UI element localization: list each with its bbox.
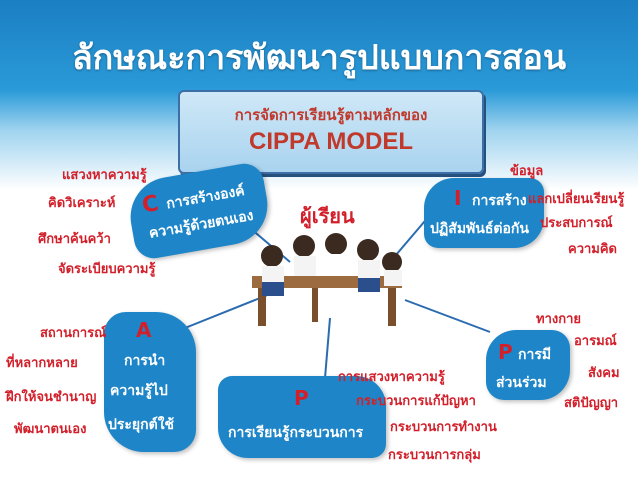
- a-letter: A: [136, 318, 152, 342]
- banner-scroll: [178, 90, 484, 174]
- p2-line1: การมี: [518, 347, 552, 363]
- p2-item: ทางกาย: [536, 312, 582, 327]
- c-item: แสวงหาความรู้: [62, 168, 147, 183]
- p1-item: กระบวนการทำงาน: [390, 420, 497, 435]
- a-box: A การนำ ความรู้ไป ประยุกต์ใช้: [104, 312, 196, 452]
- p2-line2: ส่วนร่วม: [496, 375, 547, 391]
- i-item: แลกเปลี่ยนเรียนรู้: [528, 192, 625, 207]
- i-line2: ปฏิสัมพันธ์ต่อกัน: [430, 221, 529, 237]
- p1-item: การแสวงหาความรู้: [338, 370, 445, 385]
- page-title: ลักษณะการพัฒนารูปแบบการสอน: [71, 38, 567, 78]
- c-item: คิดวิเคราะห์: [48, 196, 116, 211]
- p1-box: P การเรียนรู้กระบวนการ: [218, 376, 386, 458]
- i-item: ข้อมูล: [510, 164, 544, 179]
- a-item: พัฒนาตนเอง: [14, 422, 87, 437]
- a-item: ฝึกให้จนชำนาญ: [6, 390, 97, 405]
- a-item: สถานการณ์: [40, 326, 107, 341]
- p2-letter: P: [498, 340, 513, 364]
- a-item: ที่หลากหลาย: [6, 356, 78, 371]
- p1-item: กระบวนการกลุ่ม: [388, 448, 481, 463]
- c-item: จัดระเบียบความรู้: [58, 262, 156, 277]
- i-line1: การสร้าง: [472, 193, 527, 209]
- p2-item: สติปัญญา: [564, 396, 619, 411]
- banner-line1: การจัดการเรียนรู้ตามหลักของ: [234, 106, 428, 124]
- center-label: ผู้เรียน: [300, 204, 355, 228]
- banner-line2: CIPPA MODEL: [248, 128, 413, 155]
- p1-letter: P: [294, 386, 309, 410]
- i-item: ประสบการณ์: [540, 216, 613, 231]
- p2-box: P การมี ส่วนร่วม: [486, 330, 570, 400]
- c-letter: C: [140, 191, 161, 219]
- i-item: ความคิด: [568, 242, 618, 257]
- a-line3: ประยุกต์ใช้: [108, 417, 175, 433]
- students-illustration: [252, 233, 402, 326]
- p2-item: สังคม: [588, 366, 620, 381]
- p1-item: กระบวนการแก้ปัญหา: [356, 394, 476, 409]
- i-letter: I: [454, 186, 462, 210]
- p1-line1: การเรียนรู้กระบวนการ: [228, 425, 364, 441]
- a-line1: การนำ: [124, 353, 166, 369]
- p2-item: อารมณ์: [574, 334, 617, 349]
- a-line2: ความรู้ไป: [110, 383, 168, 399]
- i-box: I การสร้าง ปฏิสัมพันธ์ต่อกัน: [424, 178, 544, 248]
- c-item: ศึกษาค้นคว้า: [38, 232, 111, 247]
